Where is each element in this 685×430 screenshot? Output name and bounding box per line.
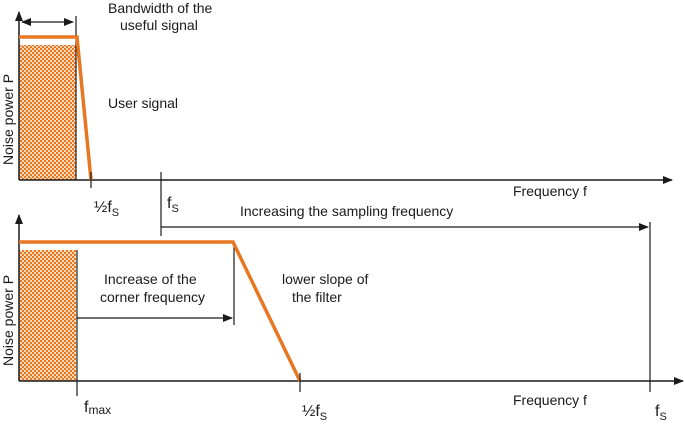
fmax-label: fmax xyxy=(84,399,111,417)
top-panel: Noise power P Bandwidth of the useful si… xyxy=(0,0,673,236)
bottom-x-axis-label: Frequency f xyxy=(513,392,587,408)
slope-label-line1: lower slope of xyxy=(282,271,368,287)
top-filter-curve xyxy=(19,35,93,181)
bottom-panel: Noise power P Increase of the corner fre… xyxy=(0,214,684,423)
top-y-axis-label: Noise power P xyxy=(0,74,16,165)
bottom-half-fs-label: ½fS xyxy=(302,403,327,423)
top-user-signal-label: User signal xyxy=(108,95,178,111)
top-bandwidth-label-line1: Bandwidth of the xyxy=(108,0,213,16)
top-useful-signal-block xyxy=(19,45,76,180)
top-x-axis-label: Frequency f xyxy=(513,183,587,199)
bottom-fs-label: fS xyxy=(655,403,667,423)
top-bandwidth-label-line2: useful signal xyxy=(120,17,198,33)
slope-label-line2: the filter xyxy=(292,289,342,305)
bottom-useful-signal-block xyxy=(19,250,76,381)
corner-label-line2: corner frequency xyxy=(100,289,205,305)
bottom-y-axis-label: Noise power P xyxy=(0,275,16,366)
sampling-frequency-label: Increasing the sampling frequency xyxy=(240,203,453,219)
top-fs-label: fS xyxy=(167,195,179,215)
corner-label-line1: Increase of the xyxy=(104,271,197,287)
top-half-fs-label: ½fS xyxy=(94,199,119,219)
bottom-filter-curve xyxy=(19,240,302,382)
